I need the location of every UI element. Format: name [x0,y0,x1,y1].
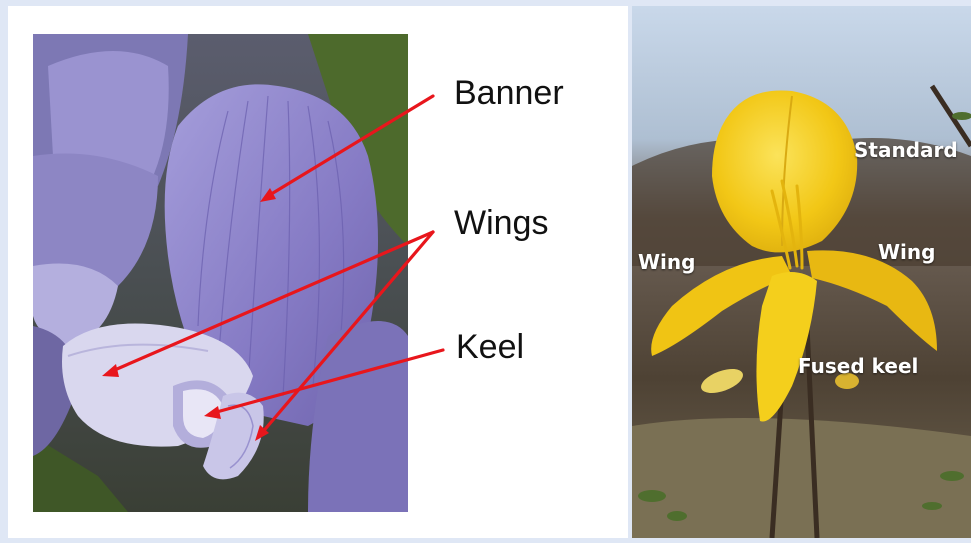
wings-label: Wings [454,204,548,243]
wing-left-label: Wing [638,250,695,274]
keel-label: Keel [456,328,524,367]
left-figure-panel: Banner Wings Keel [8,6,628,538]
standard-label: Standard [854,138,958,162]
banner-label: Banner [454,74,564,113]
wing-right-label: Wing [878,240,935,264]
fused-keel-label: Fused keel [798,354,918,378]
right-figure-panel: Standard Wing Wing Fused keel [632,6,971,538]
